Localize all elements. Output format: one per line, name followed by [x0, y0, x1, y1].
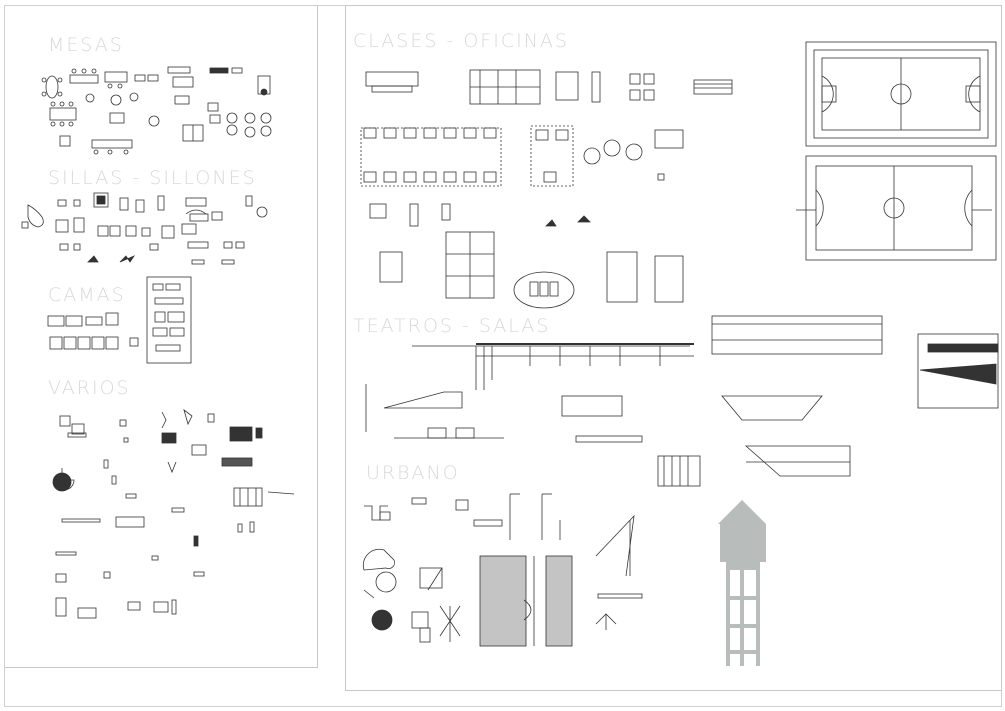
section-title-urbano: URBANO	[366, 462, 460, 484]
section-title-mesas: MESAS	[48, 34, 124, 56]
section-title-camas: CAMAS	[48, 284, 126, 306]
right-sheet	[345, 5, 1002, 691]
section-title-varios: VARIOS	[48, 377, 131, 399]
section-title-teatros: TEATROS - SALAS	[353, 315, 551, 337]
section-title-clases: CLASES - OFICINAS	[353, 30, 569, 52]
section-title-sillas: SILLAS - SILLONES	[48, 167, 257, 189]
